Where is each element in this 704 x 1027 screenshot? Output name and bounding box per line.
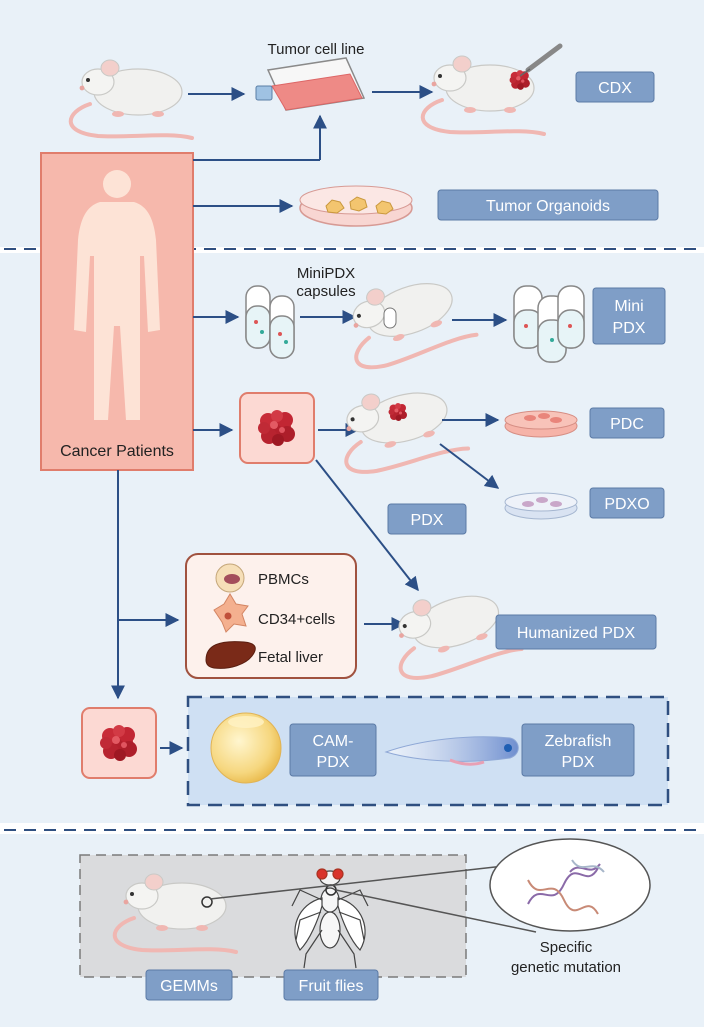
specific-label-line2: genetic mutation	[511, 959, 621, 976]
pdc-dish-icon	[504, 410, 578, 438]
dna-magnify-circle	[489, 838, 651, 932]
pdc-label: PDC	[610, 416, 644, 433]
minipdx-tubes-icon	[513, 285, 585, 363]
cd34-cells-label: CD34+cells	[258, 611, 335, 628]
tumor-tissue-icon	[258, 410, 295, 446]
callout-line-top	[209, 865, 505, 900]
minipdx-capsules-icon	[245, 285, 295, 359]
cd34-cell-icon	[213, 593, 249, 633]
gemms-tag	[145, 969, 233, 1001]
pbmc-cell-icon	[215, 563, 245, 593]
arrow-pdx-to-pdxo	[439, 443, 500, 489]
mini-pdx-tag	[592, 287, 666, 345]
genetic-models-box	[79, 854, 467, 978]
mini-pdx-label-line2: PDX	[613, 320, 646, 337]
humanized-pdx-tag	[495, 614, 657, 650]
tumor-organoids-tag	[437, 189, 659, 221]
specific-label-line1: Specific	[540, 939, 593, 956]
organoid-dish-icon	[299, 185, 413, 227]
arrow-tumor-to-humanized	[315, 459, 419, 592]
zebrafish-pdx-label-line1: Zebrafish	[545, 733, 612, 750]
pdxo-tag	[589, 487, 665, 519]
gemm-marker-icon	[201, 896, 213, 908]
cancer-patients-label: Cancer Patients	[60, 443, 174, 460]
cell-culture-flask-icon	[255, 57, 366, 111]
cdx-tag	[575, 71, 655, 103]
cdx-label: CDX	[598, 80, 632, 97]
syringe-icon	[519, 43, 563, 77]
tumor-pdx-icon	[388, 403, 407, 421]
human-silhouette-icon	[74, 170, 160, 420]
zebrafish-pdx-tag	[521, 723, 635, 777]
minipdx-capsules-label-line1: MiniPDX	[297, 265, 355, 282]
pbmcs-label: PBMCs	[258, 571, 309, 588]
zebrafish-pdx-label-line2: PDX	[562, 754, 595, 771]
pdx-tag	[387, 503, 467, 535]
pdc-tag	[589, 407, 665, 439]
fruit-fly-icon	[291, 868, 369, 969]
dna-icon	[527, 859, 605, 915]
pdx-label: PDX	[411, 512, 444, 529]
mini-pdx-label-line1: Mini	[614, 298, 643, 315]
tumor-tissue-icon-2	[100, 725, 137, 761]
humanized-pdx-label: Humanized PDX	[517, 625, 636, 642]
tumor-organoids-label: Tumor Organoids	[486, 198, 610, 215]
minipdx-capsules-label-line2: capsules	[296, 283, 355, 300]
zebrafish-icon	[384, 736, 519, 766]
fetal-liver-label: Fetal liver	[258, 649, 323, 666]
pdxo-dish-icon	[504, 492, 578, 520]
egg-icon	[210, 712, 282, 784]
cam-pdx-label-line1: CAM-	[313, 733, 354, 750]
pdxo-label: PDXO	[604, 496, 649, 513]
liver-icon	[205, 641, 256, 669]
cam-pdx-label-line2: PDX	[317, 754, 350, 771]
implanted-capsule-icon	[383, 307, 397, 329]
tumor-cdx-icon	[509, 70, 530, 90]
tumor-cell-line-label: Tumor cell line	[268, 41, 365, 58]
fruit-flies-tag	[283, 969, 379, 1001]
fruit-flies-label: Fruit flies	[299, 978, 364, 995]
cam-pdx-tag	[289, 723, 377, 777]
gemms-label: GEMMs	[160, 978, 218, 995]
callout-line-bottom	[335, 889, 537, 933]
